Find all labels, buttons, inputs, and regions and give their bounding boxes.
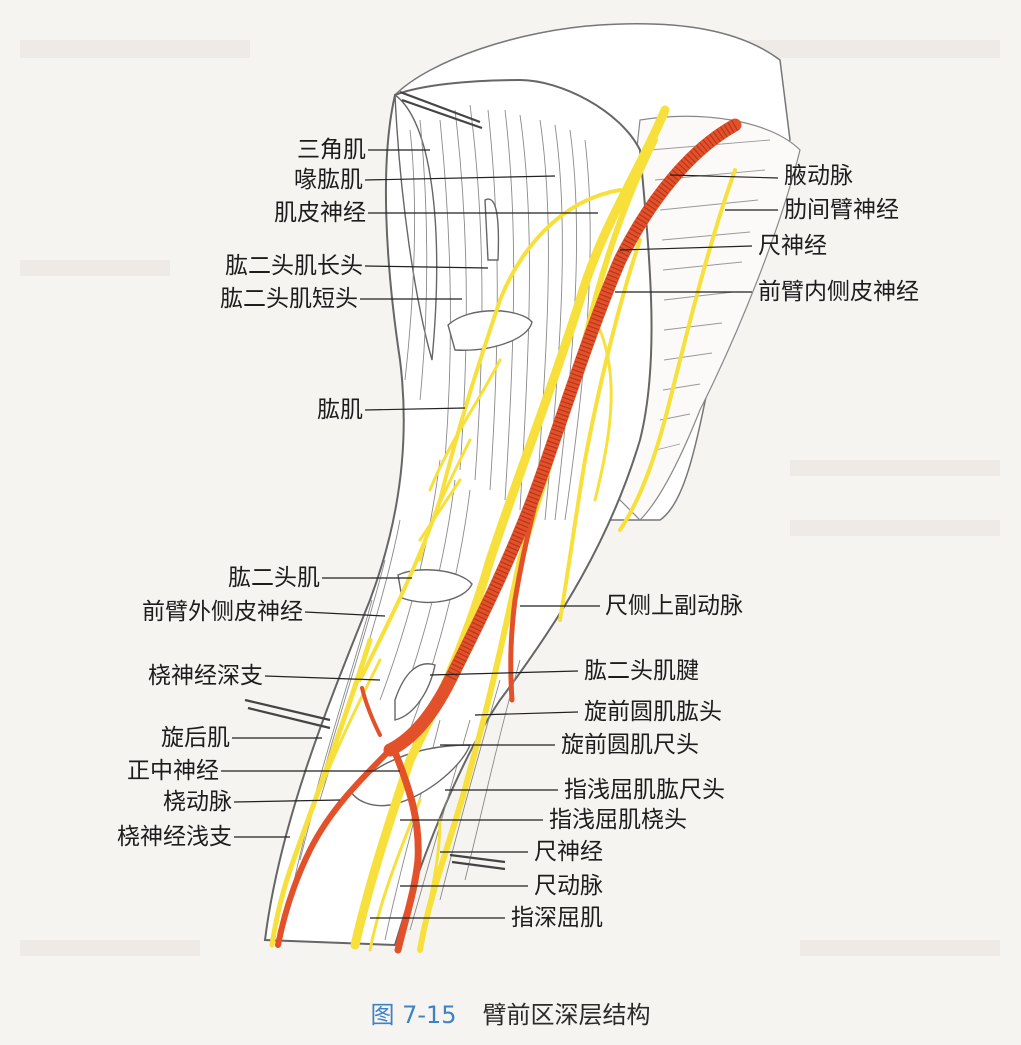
- label-biceps-long-head: 肱二头肌长头: [225, 253, 363, 279]
- figure-number: 图 7-15: [370, 1001, 457, 1029]
- label-ulnar-nerve-upper: 尺神经: [758, 233, 827, 259]
- label-ulnar-artery: 尺动脉: [534, 873, 603, 899]
- cut-tendons: [349, 198, 533, 807]
- label-supinator: 旋后肌: [161, 725, 230, 751]
- label-ulnar-nerve-lower: 尺神经: [534, 839, 603, 865]
- label-median-nerve: 正中神经: [127, 758, 219, 784]
- label-radial-nerve-deep-branch: 桡神经深支: [148, 663, 263, 689]
- label-biceps: 肱二头肌: [228, 565, 320, 591]
- figure-title: 臂前区深层结构: [482, 1001, 651, 1029]
- figure-caption: 图 7-15 臂前区深层结构: [0, 1000, 1021, 1030]
- label-coracobrachialis: 喙肱肌: [294, 167, 363, 193]
- label-musculocutaneous-nerve: 肌皮神经: [274, 200, 366, 226]
- label-deltoid: 三角肌: [297, 137, 366, 163]
- label-radial-artery: 桡动脉: [163, 789, 232, 815]
- label-brachialis: 肱肌: [317, 397, 363, 423]
- leader-lines: [221, 149, 779, 919]
- label-medial-antebrachial-cutaneous-nerve: 前臂内侧皮神经: [758, 279, 919, 305]
- label-lateral-antebrachial-cutaneous-nerve: 前臂外侧皮神经: [142, 599, 303, 625]
- label-radial-nerve-superficial-branch: 桡神经浅支: [117, 824, 232, 850]
- label-superior-ulnar-collateral-artery: 尺侧上副动脉: [605, 593, 743, 619]
- label-biceps-short-head: 肱二头肌短头: [220, 286, 358, 312]
- label-axillary-artery: 腋动脉: [784, 163, 853, 189]
- background-bleed-text: [20, 40, 1000, 956]
- label-flexor-digitorum-profundus: 指深屈肌: [511, 905, 603, 931]
- label-intercostobrachial-nerve: 肋间臂神经: [784, 197, 899, 223]
- nerves: [269, 105, 737, 953]
- label-fds-humeroulnar-head: 指浅屈肌肱尺头: [564, 777, 725, 803]
- retractor-hooks: [244, 90, 506, 871]
- label-pronator-teres-ulnar-head: 旋前圆肌尺头: [561, 732, 699, 758]
- label-biceps-tendon: 肱二头肌腱: [584, 658, 699, 684]
- label-pronator-teres-humeral-head: 旋前圆肌肱头: [584, 699, 722, 725]
- arteries: [275, 118, 742, 954]
- label-fds-radial-head: 指浅屈肌桡头: [549, 807, 687, 833]
